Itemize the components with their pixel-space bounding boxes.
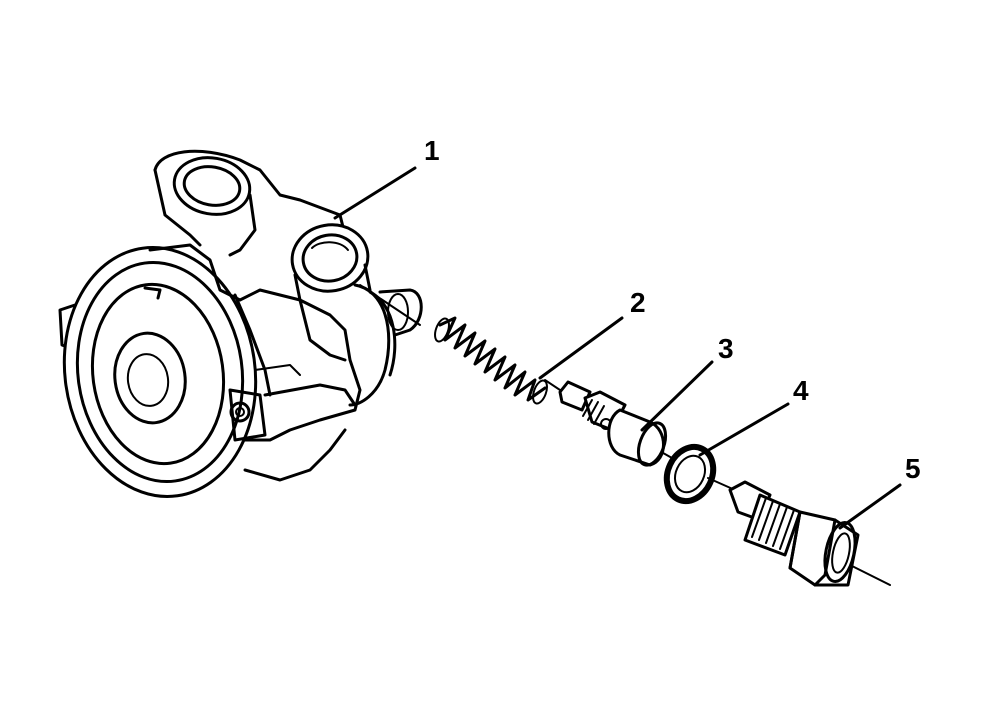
leader-line-2 xyxy=(538,316,624,380)
upper-inlet-port xyxy=(153,149,347,257)
o-ring-seal xyxy=(663,443,717,505)
pump-housing xyxy=(58,243,423,498)
leader-line-4 xyxy=(698,402,790,457)
callout-label-1: 1 xyxy=(424,135,440,166)
pressure-outlet-port xyxy=(290,223,372,302)
callout-label-5: 5 xyxy=(905,453,921,484)
leader-line-1 xyxy=(333,166,417,220)
callout-label-2: 2 xyxy=(630,287,646,318)
leader-line-3 xyxy=(640,360,714,432)
flow-control-spring xyxy=(434,316,548,405)
leader-line-5 xyxy=(838,483,902,530)
callout-label-4: 4 xyxy=(793,375,809,406)
callout-label-3: 3 xyxy=(718,333,734,364)
flow-control-valve xyxy=(558,380,668,467)
valve-cap-fitting xyxy=(728,480,860,587)
